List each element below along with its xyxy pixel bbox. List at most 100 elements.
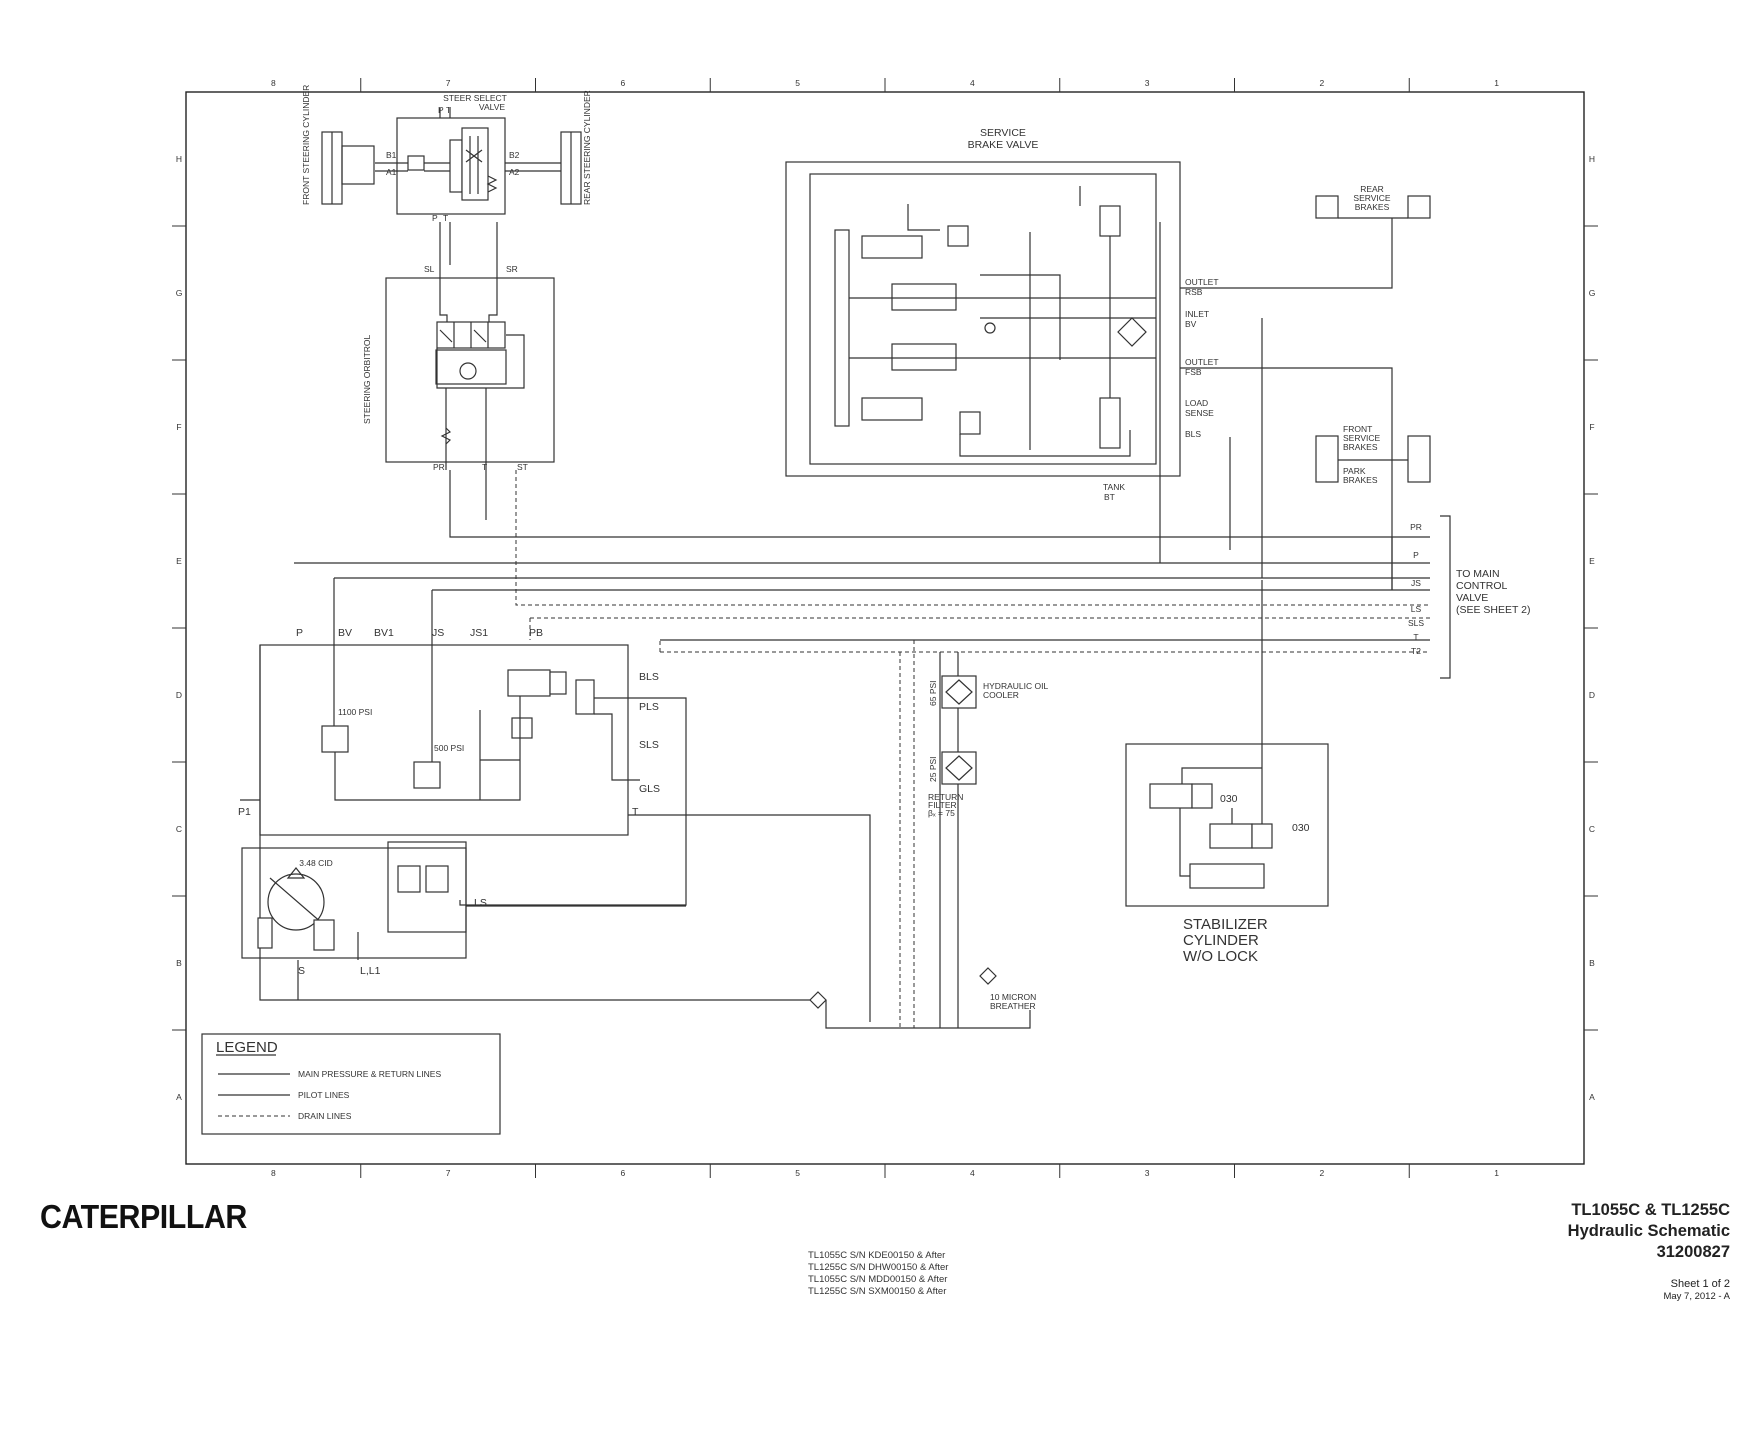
caterpillar-logo: CATERPILLAR bbox=[40, 1198, 247, 1235]
grid-row-label-left: A bbox=[176, 1092, 182, 1102]
bls-right: BLS bbox=[1185, 429, 1201, 439]
load-sense-2: SENSE bbox=[1185, 408, 1214, 418]
grid-row-label-right: E bbox=[1589, 556, 1595, 566]
orbitrol-port-sr: SR bbox=[506, 264, 518, 274]
grid-column-label-bottom: 4 bbox=[970, 1168, 975, 1178]
sheet-number: Sheet 1 of 2 bbox=[1670, 1278, 1730, 1290]
bus-label-t: T bbox=[1413, 632, 1418, 642]
grid-row-label-left: G bbox=[176, 288, 183, 298]
grid-row-label-left: H bbox=[176, 154, 182, 164]
orifice-030-b: 030 bbox=[1292, 822, 1310, 834]
outlet-rsb-2: RSB bbox=[1185, 287, 1203, 297]
bus-label-p: P bbox=[1413, 550, 1419, 560]
manifold-port-bv1: BV1 bbox=[374, 627, 394, 639]
grid-column-label-bottom: 1 bbox=[1494, 1168, 1499, 1178]
rear-service-brakes-2: SERVICE bbox=[1353, 193, 1390, 203]
inlet-bv-2: BV bbox=[1185, 319, 1197, 329]
title-models: TL1055C & TL1255C bbox=[1571, 1201, 1730, 1219]
grid-row-label-right: C bbox=[1589, 824, 1595, 834]
rear-service-brakes-1: REAR bbox=[1360, 184, 1384, 194]
grid-row-label-left: D bbox=[176, 690, 182, 700]
breather-label-2: BREATHER bbox=[990, 1001, 1036, 1011]
psi-1100-label: 1100 PSI bbox=[338, 707, 372, 717]
manifold-port-bv: BV bbox=[338, 627, 352, 639]
main-manifold: P BV BV1 JS JS1 PB BLS PLS SLS GLS T 110… bbox=[238, 627, 871, 1022]
steer-port-p-top: P bbox=[438, 105, 444, 115]
rear-service-brakes: REAR SERVICE BRAKES bbox=[1180, 184, 1431, 289]
grid-row-label-right: G bbox=[1589, 288, 1596, 298]
grid-column-label-top: 3 bbox=[1145, 78, 1150, 88]
cooler-label-1: HYDRAULIC OIL bbox=[983, 681, 1048, 691]
legend-item-main: MAIN PRESSURE & RETURN LINES bbox=[298, 1069, 441, 1079]
pump-port-l: L,L1 bbox=[360, 965, 381, 977]
tank-bt-1: TANK bbox=[1103, 482, 1125, 492]
grid-row-label-right: H bbox=[1589, 154, 1595, 164]
bus-label-ls: LS bbox=[1411, 604, 1422, 614]
bus-label-sls: SLS bbox=[1408, 618, 1424, 628]
front-service-brakes-3: BRAKES bbox=[1343, 442, 1378, 452]
pump-displacement: 3.48 CID bbox=[299, 858, 333, 868]
serial-line-2: TL1255C S/N DHW00150 & After bbox=[808, 1262, 949, 1273]
legend: LEGEND MAIN PRESSURE & RETURN LINES PILO… bbox=[201, 1033, 501, 1135]
steer-port-a1: A1 bbox=[386, 167, 397, 177]
stabilizer-cylinder: 030 030 STABILIZER CYLINDER W/O LOCK bbox=[1125, 580, 1329, 965]
manifold-port-p: P bbox=[296, 627, 303, 639]
service-brake-valve: SERVICE BRAKE VALVE OUTLET RSB INLET BV … bbox=[785, 127, 1219, 502]
grid-row-label-right: B bbox=[1589, 958, 1595, 968]
legend-item-pilot: PILOT LINES bbox=[298, 1090, 350, 1100]
pump-port-ls: LS bbox=[474, 897, 487, 909]
inlet-bv-1: INLET bbox=[1185, 309, 1209, 319]
manifold-port-gls: GLS bbox=[639, 783, 660, 795]
manifold-port-js: JS bbox=[432, 627, 444, 639]
front-steering-cylinder: FRONT STEERING CYLINDER bbox=[301, 85, 375, 205]
grid-row-label-left: F bbox=[176, 422, 181, 432]
serial-line-3: TL1055C S/N MDD00150 & After bbox=[808, 1274, 948, 1285]
bus-label-js: JS bbox=[1411, 578, 1421, 588]
orifice-030-a: 030 bbox=[1220, 793, 1238, 805]
park-brakes-2: BRAKES bbox=[1343, 475, 1378, 485]
grid-row-label-left: C bbox=[176, 824, 182, 834]
grid-column-label-bottom: 7 bbox=[446, 1168, 451, 1178]
grid-column-label-top: 4 bbox=[970, 78, 975, 88]
manifold-port-pb: PB bbox=[529, 627, 543, 639]
grid-row-label-right: A bbox=[1589, 1092, 1595, 1102]
grid-column-label-top: 8 bbox=[271, 78, 276, 88]
psi-65-label: 65 PSI bbox=[928, 680, 938, 706]
grid-column-label-top: 6 bbox=[621, 78, 626, 88]
manifold-port-sls: SLS bbox=[639, 739, 659, 751]
serial-numbers: TL1055C S/N KDE00150 & After TL1255C S/N… bbox=[808, 1250, 948, 1298]
grid-row-label-left: E bbox=[176, 556, 182, 566]
front-service-brakes-1: FRONT bbox=[1343, 424, 1372, 434]
serial-line-1: TL1055C S/N KDE00150 & After bbox=[808, 1250, 946, 1261]
revision-date: May 7, 2012 - A bbox=[1663, 1291, 1730, 1302]
outlet-rsb-1: OUTLET bbox=[1185, 277, 1219, 287]
to-main-control-2: CONTROL bbox=[1456, 580, 1507, 592]
psi-25-label: 25 PSI bbox=[928, 756, 938, 782]
cooler-label-2: COOLER bbox=[983, 690, 1019, 700]
grid-column-label-bottom: 8 bbox=[271, 1168, 276, 1178]
outlet-fsb-2: FSB bbox=[1185, 367, 1202, 377]
steer-select-label-2: VALVE bbox=[479, 102, 505, 112]
outlet-fsb-1: OUTLET bbox=[1185, 357, 1219, 367]
steer-port-b2: B2 bbox=[509, 150, 520, 160]
legend-title: LEGEND bbox=[216, 1039, 278, 1056]
grid-column-label-bottom: 2 bbox=[1320, 1168, 1325, 1178]
load-sense-1: LOAD bbox=[1185, 398, 1208, 408]
steer-port-b1: B1 bbox=[386, 150, 397, 160]
manifold-port-pls: PLS bbox=[639, 701, 659, 713]
return-filter-3: βₓ = 75 bbox=[928, 808, 955, 818]
orbitrol-port-pr: PR bbox=[433, 462, 445, 472]
rear-steering-cylinder-label: REAR STEERING CYLINDER bbox=[582, 90, 592, 205]
grid-column-label-top: 2 bbox=[1320, 78, 1325, 88]
legend-item-drain: DRAIN LINES bbox=[298, 1111, 352, 1121]
orbitrol-port-t: T bbox=[482, 462, 487, 472]
stabilizer-label-3: W/O LOCK bbox=[1183, 948, 1258, 965]
manifold-port-t: T bbox=[632, 806, 639, 818]
title-part-number: 31200827 bbox=[1656, 1243, 1730, 1261]
front-steering-cylinder-label: FRONT STEERING CYLINDER bbox=[301, 85, 311, 205]
serial-line-4: TL1255C S/N SXM00150 & After bbox=[808, 1286, 947, 1297]
pump-assembly: 3.48 CID LS S L,L1 bbox=[241, 841, 686, 1000]
pump-port-s: S bbox=[298, 965, 305, 977]
